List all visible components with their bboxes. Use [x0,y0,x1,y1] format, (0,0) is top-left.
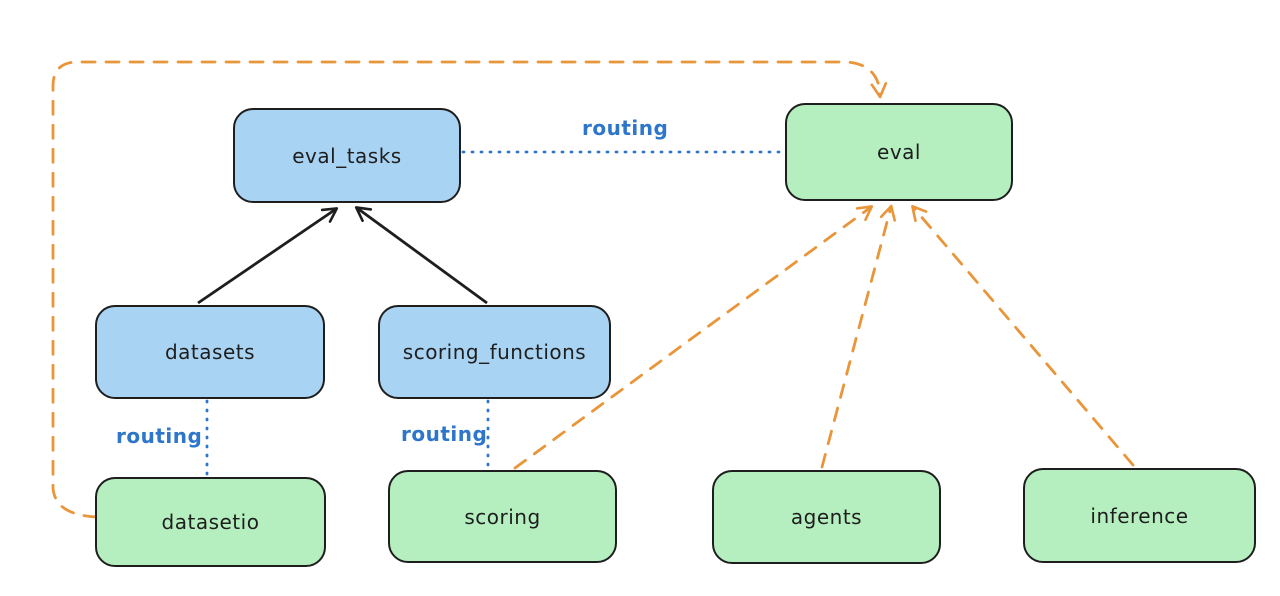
node-datasetio: datasetio [95,477,326,567]
edge-scoring-to-eval [513,205,874,470]
edge-datasets-to-eval-tasks [197,207,339,305]
node-eval-label: eval [877,140,921,164]
routing-label-datasets-datasetio: routing [116,424,203,448]
routing-label-scoring-functions-scoring: routing [401,422,488,446]
node-scoring-functions: scoring_functions [378,305,611,399]
node-scoring: scoring [388,470,617,563]
edge-inference-to-eval [911,204,1135,467]
node-inference-label: inference [1090,503,1189,528]
node-agents: agents [712,470,941,564]
node-scoring-label: scoring [464,504,541,529]
edge-agents-to-eval [820,204,896,469]
node-eval-tasks: eval_tasks [233,108,461,203]
node-datasets: datasets [95,305,325,399]
node-datasetio-label: datasetio [161,510,260,534]
node-datasets-label: datasets [164,340,256,364]
edge-datasetio-to-eval-loop [51,60,888,519]
edge-scoring-functions-to-eval-tasks [354,206,488,305]
node-agents-label: agents [790,505,863,529]
routing-label-eval-tasks-eval: routing [582,116,669,140]
node-eval: eval [785,103,1013,201]
node-scoring-functions-label: scoring_functions [402,340,587,364]
node-inference: inference [1023,468,1256,563]
node-eval-tasks-label: eval_tasks [292,143,402,168]
